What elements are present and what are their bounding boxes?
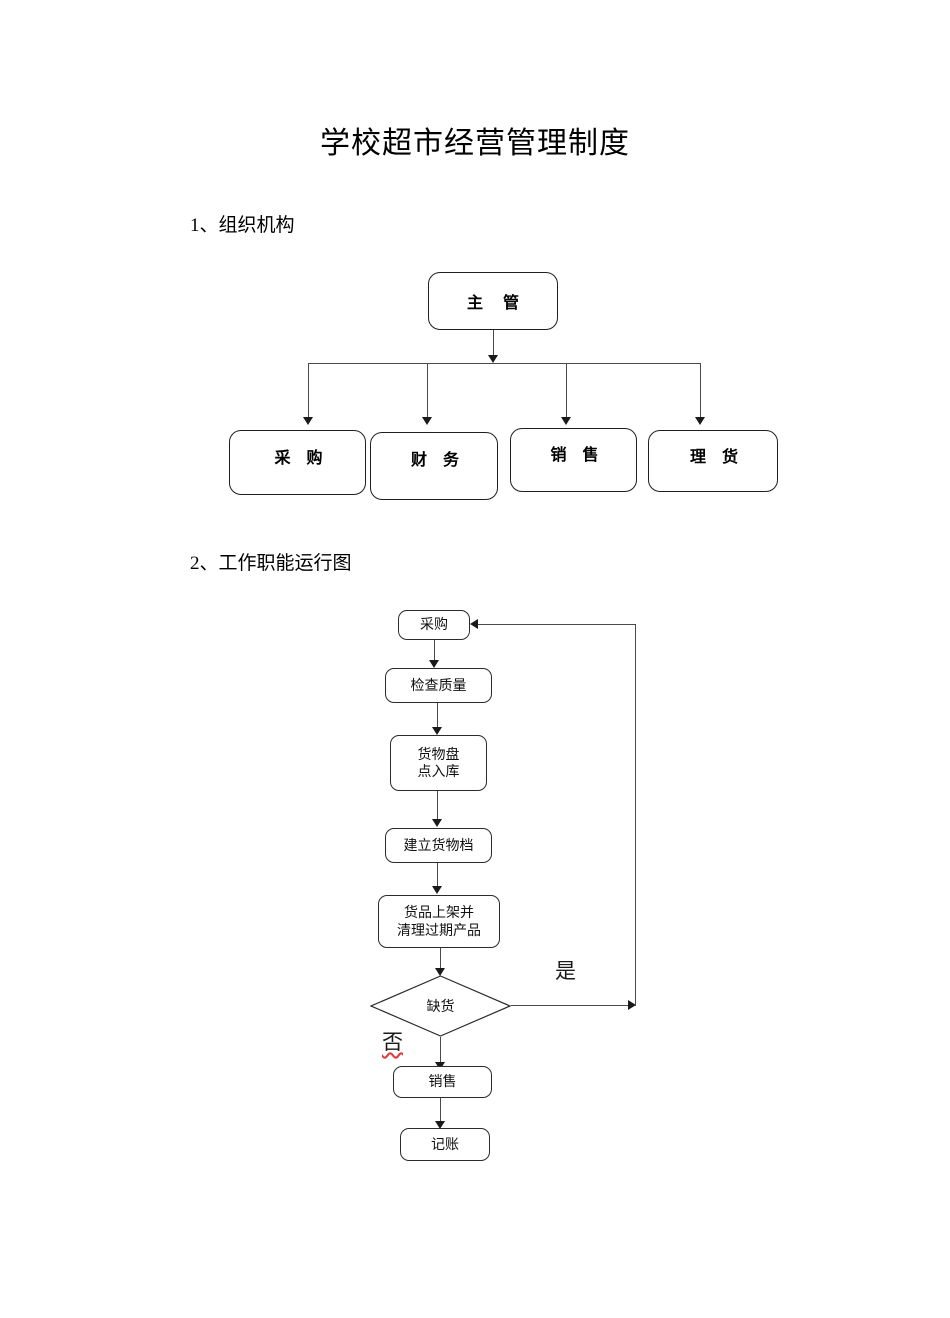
- org-connector-branch-4: [700, 363, 701, 418]
- flow-node-sell-label: 销售: [428, 1073, 457, 1090]
- org-node-sales: 销 售: [510, 428, 637, 492]
- flow-connector-inspect-stocktake: [437, 703, 438, 728]
- section-heading-workflow: 2、工作职能运行图: [190, 553, 352, 574]
- org-connector-branch-3: [566, 363, 567, 418]
- flow-connector-shelve-decision-arrowhead: [435, 968, 445, 976]
- org-node-finance: 财 务: [370, 432, 498, 500]
- flow-connector-shelve-decision: [440, 948, 441, 969]
- flow-connector-yes-horizontal: [511, 1005, 631, 1006]
- flow-node-sell: 销售: [393, 1066, 492, 1098]
- flow-connector-sell-bookkeeping-arrowhead: [435, 1121, 445, 1129]
- org-node-purchasing-label: 采 购: [274, 450, 329, 467]
- flow-connector-decision-sell: [440, 1037, 441, 1063]
- flow-node-stocktake-inbound: 货物盘 点入库: [390, 735, 487, 791]
- flow-node-inspect-quality-label: 检查质量: [410, 676, 467, 693]
- org-connector-branch-1-arrowhead: [303, 417, 313, 425]
- org-node-supervisor-label: 主 管: [466, 295, 527, 312]
- flow-connector-stocktake-record: [437, 791, 438, 820]
- org-connector-branch-2: [427, 363, 428, 418]
- org-connector-branch-2-arrowhead: [422, 417, 432, 425]
- flow-node-purchase: 采购: [398, 610, 470, 640]
- org-connector-branch-3-arrowhead: [561, 417, 571, 425]
- org-node-merchandising-label: 理 货: [689, 449, 744, 466]
- org-node-merchandising: 理 货: [648, 430, 778, 492]
- flow-node-create-goods-file: 建立货物档: [385, 828, 492, 863]
- org-node-sales-label: 销 售: [550, 447, 605, 464]
- flow-node-purchase-label: 采购: [420, 616, 448, 633]
- flow-node-shelve-and-clear-expired-label: 货品上架并 清理过期产品: [397, 904, 481, 938]
- flow-branch-label-yes: 是: [555, 959, 576, 983]
- flow-node-inspect-quality: 检查质量: [385, 668, 492, 703]
- flow-node-shelve-and-clear-expired: 货品上架并 清理过期产品: [378, 895, 500, 948]
- org-connector-root-stem: [493, 330, 494, 355]
- flow-node-out-of-stock-decision: 缺货: [370, 975, 511, 1037]
- flow-node-stocktake-inbound-label: 货物盘 点入库: [417, 745, 460, 779]
- page-title: 学校超市经营管理制度: [320, 127, 630, 160]
- flow-connector-purchase-inspect: [434, 640, 435, 661]
- flow-connector-inspect-stocktake-arrowhead: [432, 727, 442, 735]
- flow-connector-sell-bookkeeping: [440, 1098, 441, 1122]
- flow-connector-record-shelve: [437, 863, 438, 887]
- flow-branch-label-no: 否: [382, 1030, 403, 1054]
- org-connector-branch-4-arrowhead: [695, 417, 705, 425]
- flow-connector-feedback-vertical: [635, 624, 636, 1006]
- flow-node-out-of-stock-decision-label: 缺货: [426, 998, 455, 1014]
- flow-connector-purchase-inspect-arrowhead: [429, 660, 439, 668]
- flow-connector-yes-arrowhead: [628, 1000, 636, 1010]
- diamond-shape: [370, 975, 511, 1037]
- flow-node-create-goods-file-label: 建立货物档: [403, 836, 474, 853]
- section-heading-organization: 1、组织机构: [190, 215, 295, 236]
- org-connector-branch-1: [308, 363, 309, 418]
- org-node-finance-label: 财 务: [410, 452, 465, 469]
- flow-connector-feedback-horizontal: [478, 624, 636, 625]
- flow-connector-stocktake-record-arrowhead: [432, 819, 442, 827]
- flow-node-bookkeeping-label: 记账: [431, 1135, 459, 1152]
- flow-connector-feedback-arrowhead: [470, 619, 478, 629]
- org-connector-bus: [308, 363, 701, 364]
- org-node-supervisor: 主 管: [428, 272, 558, 330]
- org-connector-root-arrowhead: [488, 355, 498, 363]
- flow-node-bookkeeping: 记账: [400, 1128, 490, 1161]
- org-node-purchasing: 采 购: [229, 430, 366, 495]
- flow-connector-record-shelve-arrowhead: [432, 886, 442, 894]
